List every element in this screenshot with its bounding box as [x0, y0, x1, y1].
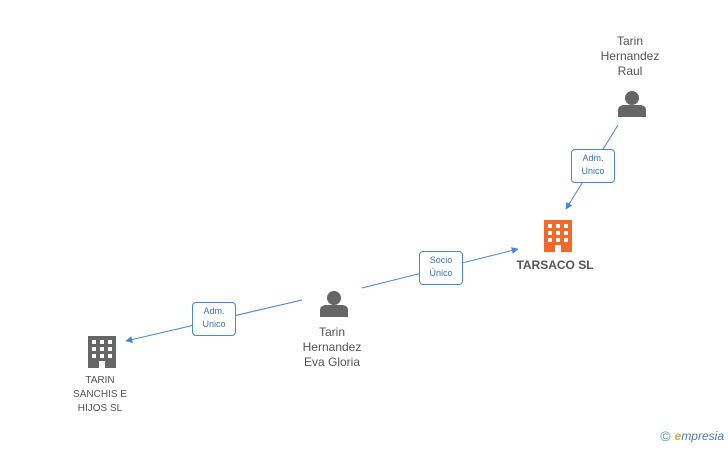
edge-label-eva-tarsaco: Socio Único: [419, 251, 463, 285]
person-label-raul[interactable]: Tarin Hernandez Raul: [600, 34, 660, 78]
copyright-icon: ©: [660, 428, 671, 444]
person-icon[interactable]: [618, 91, 646, 117]
building-icon[interactable]: [88, 336, 116, 368]
company-label-tarin-sanchis[interactable]: TARIN SANCHIS E HIJOS SL: [73, 375, 127, 414]
building-icon[interactable]: [544, 220, 572, 252]
brand-initial: e: [674, 429, 682, 443]
person-icon[interactable]: [320, 291, 348, 317]
edge-label-raul-tarsaco: Adm. Unico: [571, 149, 615, 183]
brand-rest: mpresia: [681, 429, 724, 443]
company-label-tarsaco[interactable]: TARSACO SL: [516, 258, 594, 272]
person-label-eva[interactable]: Tarin Hernandez Eva Gloria: [302, 325, 362, 369]
brand-watermark: © empresia: [660, 428, 724, 444]
brand-name: empresia: [675, 429, 724, 443]
edge-label-eva-tarin-sanchis: Adm. Unico: [192, 302, 236, 336]
